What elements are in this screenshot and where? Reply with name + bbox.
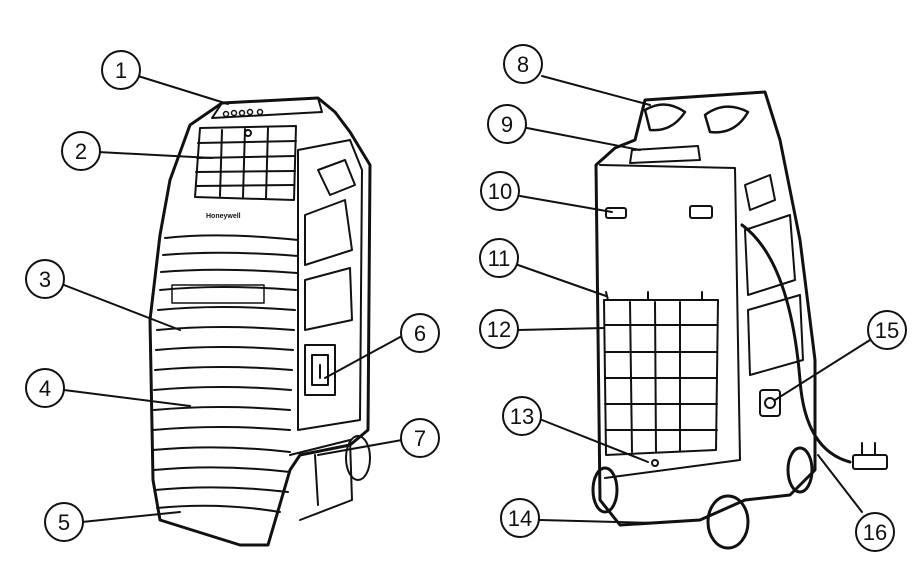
top-louvre bbox=[194, 125, 297, 201]
callout-1-label: 1 bbox=[115, 58, 127, 83]
callout-3-label: 3 bbox=[39, 267, 51, 292]
front-slats bbox=[152, 234, 299, 513]
back-body-outline bbox=[594, 90, 817, 527]
control-buttons bbox=[222, 108, 264, 118]
callout-6-label: 6 bbox=[414, 321, 426, 346]
callout-15-label: 15 bbox=[875, 318, 899, 343]
callout-15: 15 bbox=[867, 310, 907, 350]
water-level-window bbox=[304, 344, 336, 396]
top-handles bbox=[643, 103, 750, 134]
front-body-outline bbox=[148, 96, 372, 547]
callout-7: 7 bbox=[400, 418, 440, 458]
callout-12: 12 bbox=[479, 309, 519, 349]
callout-2: 2 bbox=[61, 131, 101, 171]
callout-4-label: 4 bbox=[39, 376, 51, 401]
callout-9-label: 9 bbox=[501, 112, 513, 137]
callout-14: 14 bbox=[500, 498, 540, 538]
callout-1: 1 bbox=[101, 50, 141, 90]
rear-wheel bbox=[345, 435, 371, 481]
filter-grid bbox=[603, 291, 719, 456]
brand-logo: Honeywell bbox=[206, 213, 241, 220]
callout-2-label: 2 bbox=[75, 139, 87, 164]
callout-8: 8 bbox=[503, 44, 543, 84]
callout-4: 4 bbox=[25, 368, 65, 408]
callout-11-label: 11 bbox=[488, 246, 511, 271]
callout-3: 3 bbox=[25, 259, 65, 299]
callout-10-label: 10 bbox=[488, 179, 512, 204]
callout-16-label: 16 bbox=[863, 520, 887, 545]
water-inlet bbox=[629, 145, 701, 164]
leader-lines bbox=[63, 75, 871, 524]
callout-13: 13 bbox=[502, 396, 542, 436]
callout-8-label: 8 bbox=[517, 52, 529, 77]
callout-10: 10 bbox=[480, 171, 520, 211]
callout-5: 5 bbox=[44, 502, 84, 542]
callouts: 1 2 3 4 5 6 7 8 9 10 11 12 13 14 15 16 bbox=[25, 44, 907, 552]
callout-13-label: 13 bbox=[510, 404, 534, 429]
back-panel-edge bbox=[599, 164, 741, 479]
back-view-unit bbox=[591, 90, 888, 550]
back-wheels bbox=[591, 446, 814, 550]
callout-5-label: 5 bbox=[58, 510, 70, 535]
front-view-unit: Honeywell bbox=[148, 96, 372, 547]
filter-clips bbox=[605, 205, 713, 219]
callout-9: 9 bbox=[487, 104, 527, 144]
power-plug bbox=[852, 442, 888, 470]
drain-plug bbox=[651, 459, 659, 467]
callout-11: 11 bbox=[479, 238, 519, 278]
callout-14-label: 14 bbox=[508, 506, 532, 531]
cord-socket bbox=[759, 389, 781, 417]
power-cord bbox=[740, 223, 852, 464]
back-side-vents bbox=[744, 174, 804, 376]
callout-16: 16 bbox=[855, 512, 895, 552]
callout-7-label: 7 bbox=[414, 426, 426, 451]
top-control-panel bbox=[211, 97, 323, 119]
callout-6: 6 bbox=[400, 313, 440, 353]
front-base bbox=[289, 435, 371, 521]
callout-12-label: 12 bbox=[487, 317, 511, 342]
front-side-panel bbox=[297, 139, 363, 431]
